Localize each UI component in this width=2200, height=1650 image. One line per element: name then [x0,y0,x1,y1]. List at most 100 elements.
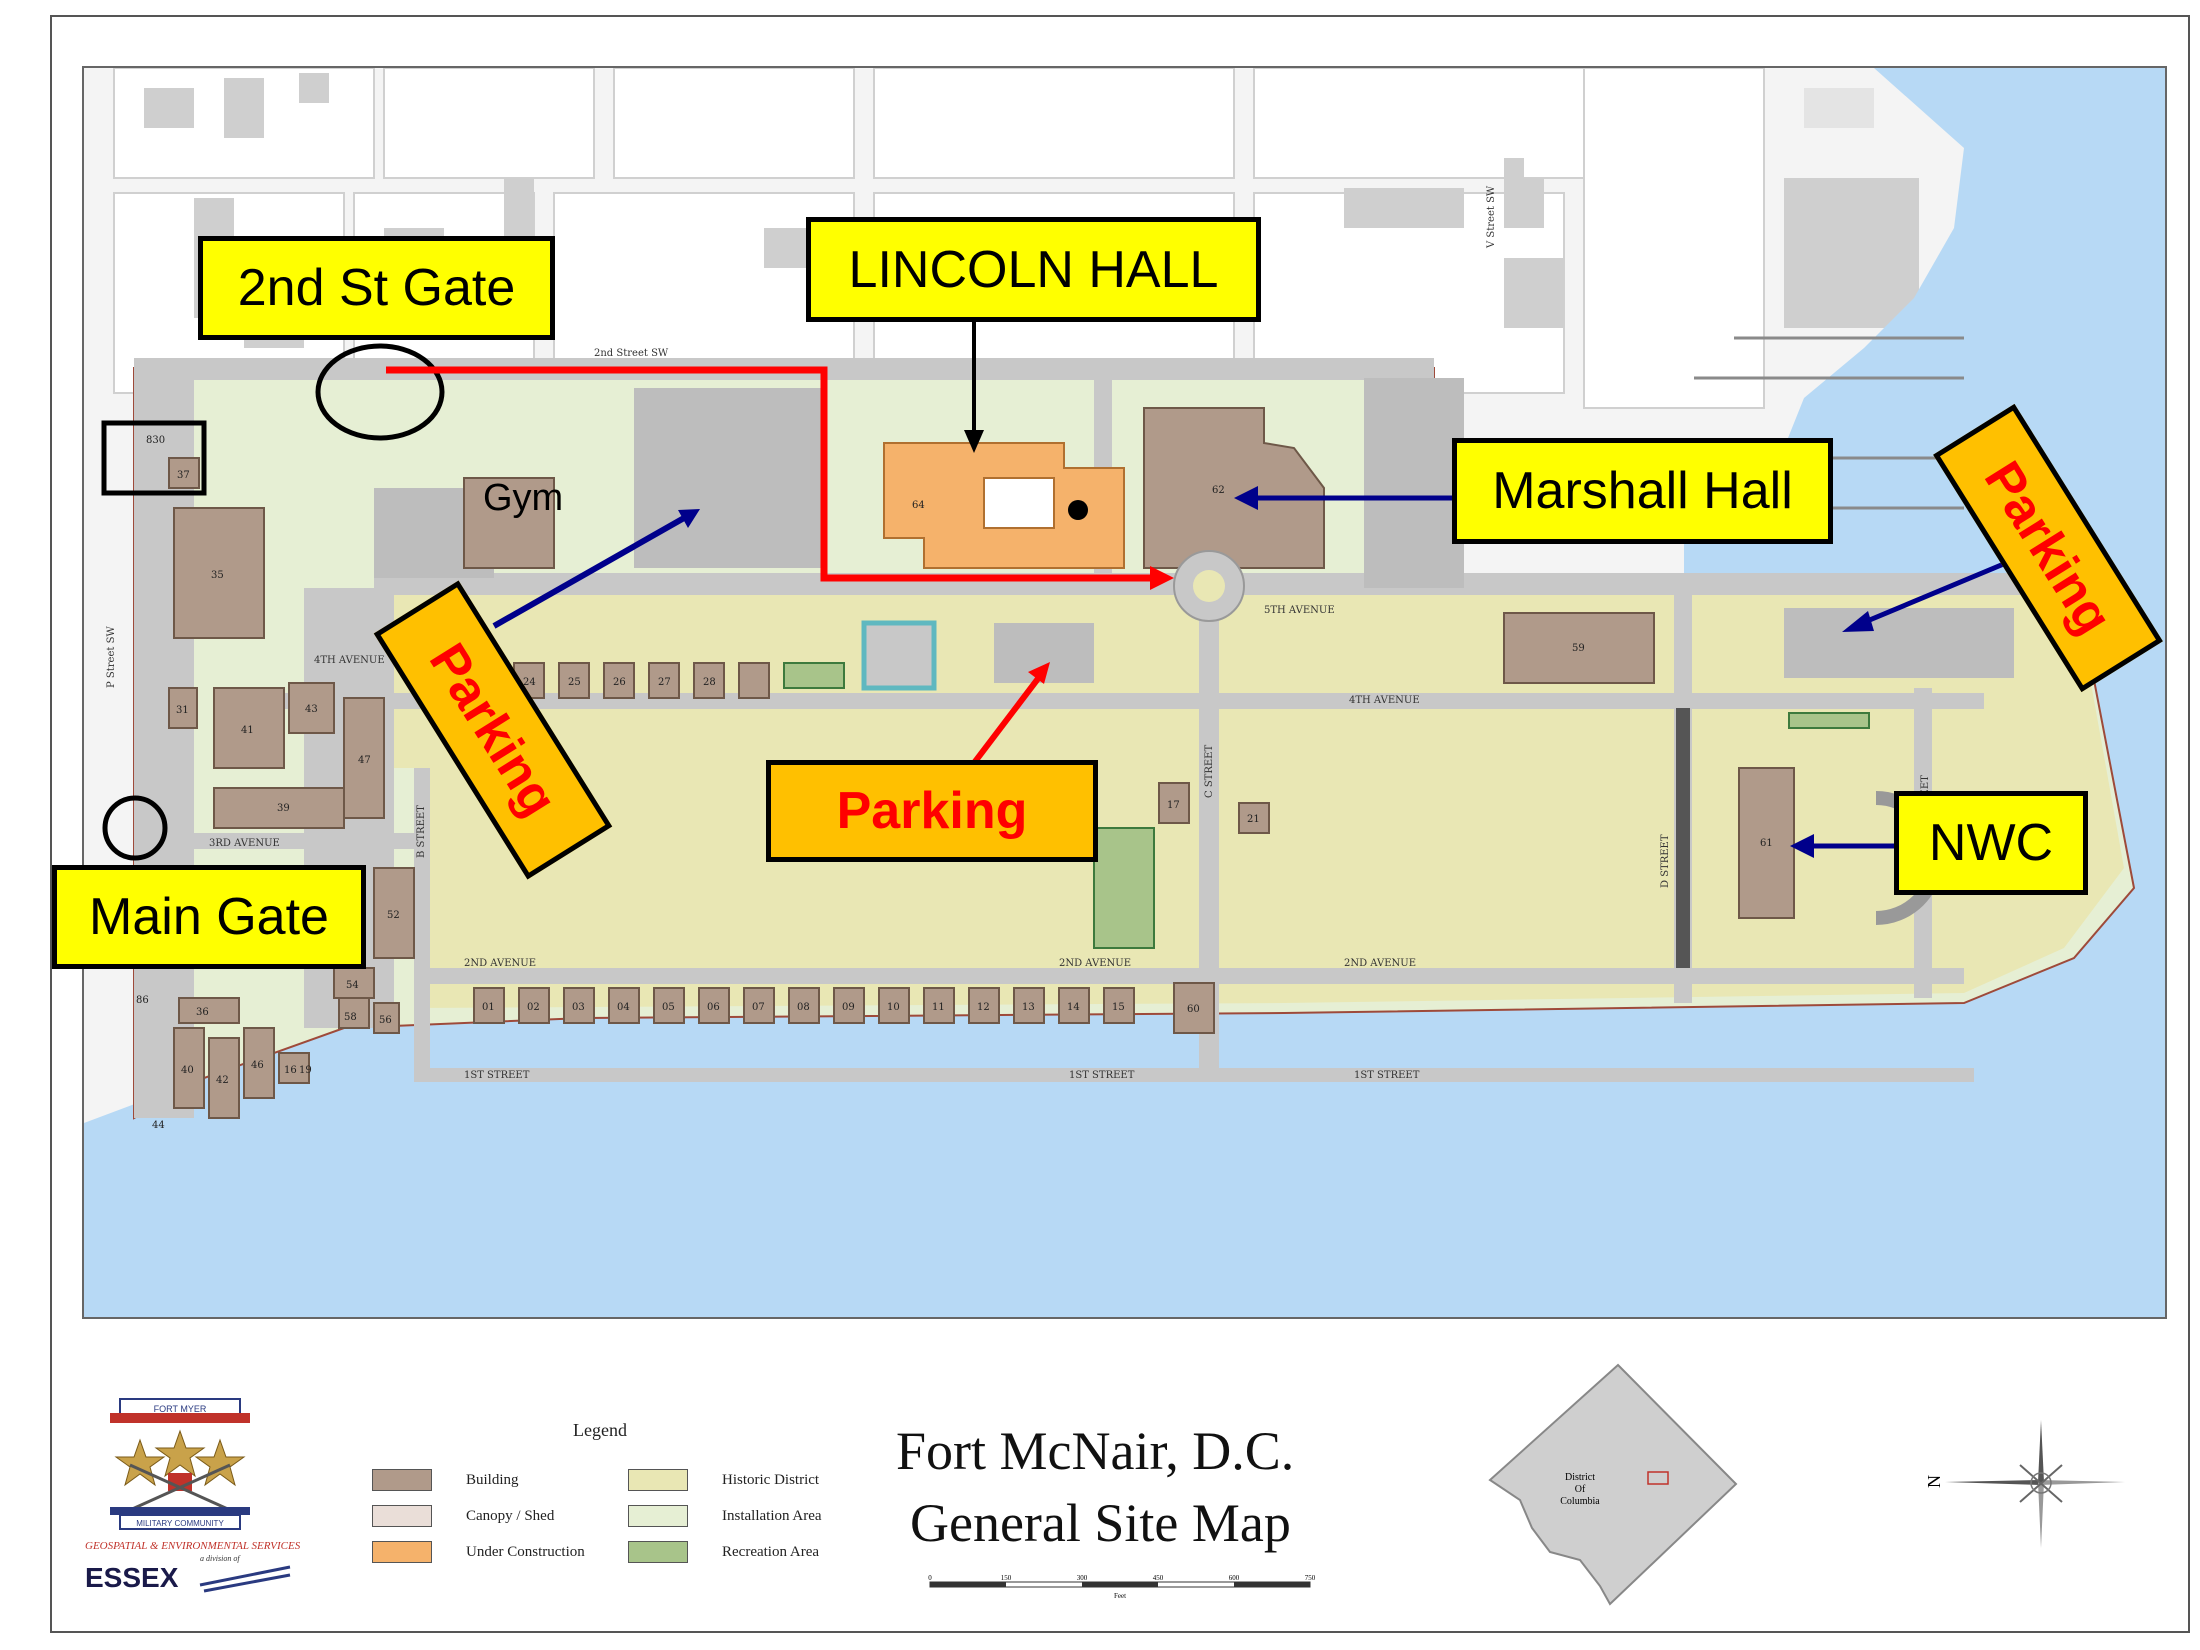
svg-text:61: 61 [1760,838,1773,849]
svg-text:1ST STREET: 1ST STREET [1069,1070,1135,1081]
dc-inset-map: District Of Columbia [1480,1360,1740,1610]
anacostia-river [84,68,2165,1317]
svg-text:43: 43 [305,704,318,715]
svg-text:86: 86 [136,995,149,1006]
svg-text:16: 16 [284,1065,297,1076]
svg-text:37: 37 [177,470,190,481]
svg-text:1ST STREET: 1ST STREET [464,1070,530,1081]
svg-text:a division of: a division of [200,1554,241,1563]
legend-item-recreation: Recreation Area [628,1541,819,1563]
nwc-callout: NWC [1894,791,2088,895]
svg-text:13: 13 [1022,1002,1035,1013]
svg-text:MILITARY COMMUNITY: MILITARY COMMUNITY [136,1519,224,1528]
essex-logo: FORT MYER MILITARY COMMUNITY GEOSPATIAL … [80,1395,301,1595]
legend-swatch [372,1469,432,1491]
svg-text:GEOSPATIAL & ENVIRONMENTAL SER: GEOSPATIAL & ENVIRONMENTAL SERVICES [85,1540,300,1552]
svg-text:11: 11 [932,1002,945,1013]
svg-text:600: 600 [1229,1574,1240,1582]
building-numbers: 35 37 31 41 43 39 47 52 54 36 40 42 46 1… [136,435,1773,1131]
main-gate-circle [102,795,168,861]
svg-text:830: 830 [146,435,165,446]
quarters-row [473,987,1135,1024]
svg-text:44: 44 [152,1120,165,1131]
svg-text:4TH AVENUE: 4TH AVENUE [1349,695,1420,706]
d-street-median [1676,708,1690,968]
svg-text:15: 15 [1112,1002,1125,1013]
svg-text:60: 60 [1187,1004,1200,1015]
svg-text:09: 09 [842,1002,855,1013]
compass-rose-icon: N [1920,1420,2130,1550]
svg-text:54: 54 [346,980,359,991]
svg-text:28: 28 [703,677,716,688]
svg-text:D STREET: D STREET [1660,834,1671,888]
svg-text:04: 04 [617,1002,630,1013]
svg-text:27: 27 [658,677,671,688]
highlighted-lot [861,620,937,691]
svg-text:39: 39 [277,803,290,814]
legend-swatch [372,1541,432,1563]
gym-label: Gym [483,477,564,519]
tennis-courts [1093,827,1155,949]
second-st-gate-circle [315,343,445,441]
svg-text:26: 26 [613,677,626,688]
svg-text:Feet: Feet [1114,1592,1126,1600]
svg-text:14: 14 [1067,1002,1080,1013]
legend-item-construction: Under Construction [372,1541,585,1563]
legend-swatch [628,1541,688,1563]
svg-text:52: 52 [387,910,400,921]
svg-text:24: 24 [523,677,536,688]
svg-text:21: 21 [1247,814,1260,825]
dc-outline: District Of Columbia [1488,1363,1738,1606]
svg-text:N: N [1924,1475,1944,1488]
svg-text:2ND AVENUE: 2ND AVENUE [464,958,536,969]
svg-text:42: 42 [216,1075,229,1086]
svg-text:12: 12 [977,1002,990,1013]
marshall-hall-callout: Marshall Hall [1452,438,1833,544]
svg-text:300: 300 [1077,1574,1088,1582]
route-line [386,366,1154,582]
svg-text:19: 19 [299,1065,312,1076]
svg-text:31: 31 [176,705,189,716]
svg-text:46: 46 [251,1060,264,1071]
svg-text:05: 05 [662,1002,675,1013]
svg-text:2nd Street SW: 2nd Street SW [594,348,669,359]
svg-text:02: 02 [527,1002,540,1013]
gate-highlight-box [101,420,207,496]
svg-text:FORT MYER: FORT MYER [154,1404,207,1414]
compass-drawing: N [1924,1420,2125,1548]
svg-text:10: 10 [887,1002,900,1013]
svg-text:41: 41 [241,725,254,736]
svg-text:35: 35 [211,570,224,581]
legend-swatch [628,1469,688,1491]
legend-swatch [372,1505,432,1527]
svg-text:03: 03 [572,1002,585,1013]
svg-text:C STREET: C STREET [1204,745,1215,798]
svg-text:47: 47 [358,755,371,766]
svg-text:Columbia: Columbia [1560,1496,1600,1507]
svg-text:1ST STREET: 1ST STREET [1354,1070,1420,1081]
parking-callout-center: Parking [766,760,1098,862]
map-title-line1: Fort McNair, D.C. [896,1421,1295,1481]
svg-text:07: 07 [752,1002,765,1013]
svg-text:4TH AVENUE: 4TH AVENUE [314,655,385,666]
second-st-gate-callout: 2nd St Gate [198,236,555,340]
svg-text:08: 08 [797,1002,810,1013]
svg-text:P Street SW: P Street SW [106,626,117,688]
svg-text:District: District [1565,1472,1595,1483]
legend-item-installation: Installation Area [628,1505,822,1527]
svg-text:450: 450 [1153,1574,1164,1582]
scale-bar-drawing: 0 150 300 450 600 750 Feet [928,1574,1316,1600]
legend-swatch [628,1505,688,1527]
svg-text:01: 01 [482,1002,495,1013]
legend-item-building: Building [372,1469,519,1491]
lincoln-hall-callout: LINCOLN HALL [806,217,1261,322]
svg-text:2ND AVENUE: 2ND AVENUE [1344,958,1416,969]
map-title-line2: General Site Map [910,1493,1291,1553]
svg-text:36: 36 [196,1007,209,1018]
svg-text:V Street SW: V Street SW [1486,185,1497,249]
svg-text:150: 150 [1001,1574,1012,1582]
svg-text:62: 62 [1212,485,1225,496]
svg-text:5TH AVENUE: 5TH AVENUE [1264,605,1335,616]
legend-title: Legend [573,1420,627,1440]
svg-text:B STREET: B STREET [416,805,427,858]
